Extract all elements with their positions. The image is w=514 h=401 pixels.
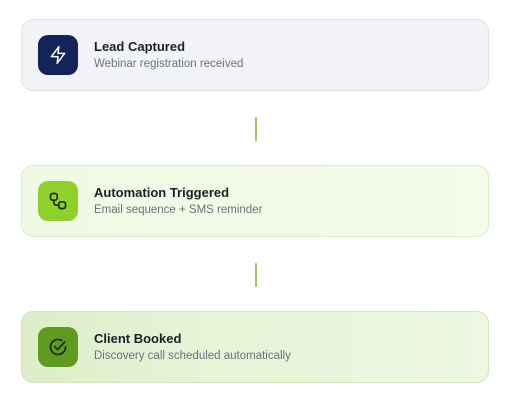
- step-title: Client Booked: [94, 330, 182, 346]
- step-connector: [255, 263, 257, 287]
- step-text: Automation Triggered Email sequence + SM…: [94, 185, 262, 218]
- step-subtitle: Webinar registration received: [94, 57, 244, 70]
- workflow-icon: [38, 181, 78, 221]
- check-circle-icon: [38, 327, 78, 367]
- step-text: Client Booked Discovery call scheduled a…: [94, 331, 291, 364]
- step-title: Lead Captured: [94, 38, 186, 54]
- step-card-client-booked: Client Booked Discovery call scheduled a…: [21, 311, 489, 383]
- step-card-lead-captured: Lead Captured Webinar registration recei…: [21, 19, 489, 91]
- step-title: Automation Triggered: [94, 184, 230, 200]
- step-subtitle: Discovery call scheduled automatically: [94, 349, 291, 362]
- step-text: Lead Captured Webinar registration recei…: [94, 39, 243, 72]
- lightning-icon: [38, 35, 78, 75]
- step-subtitle: Email sequence + SMS reminder: [94, 203, 263, 216]
- step-card-automation-triggered: Automation Triggered Email sequence + SM…: [21, 165, 489, 237]
- step-connector: [255, 117, 257, 141]
